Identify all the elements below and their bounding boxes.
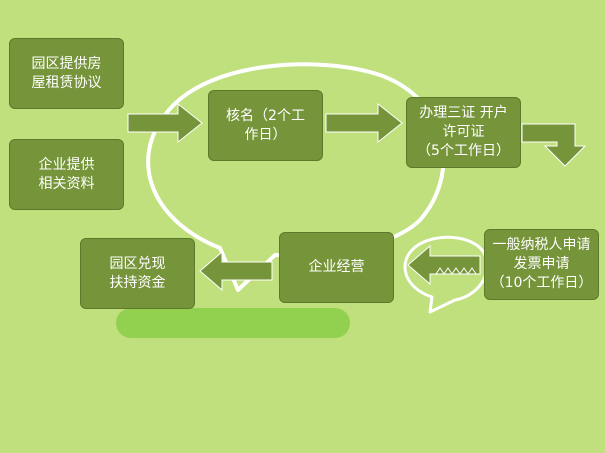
- arrow-bend-down: [521, 123, 587, 167]
- node-lease-agreement: 园区提供房 屋租赁协议: [9, 38, 124, 109]
- arrow-left-2: [199, 250, 273, 292]
- node-business-operation: 企业经营: [279, 232, 394, 303]
- node-support-funds: 园区兑现 扶持资金: [80, 238, 195, 309]
- arrow-right-1: [127, 102, 203, 144]
- node-licenses: 办理三证 开户 许可证 （5个工作日）: [406, 97, 521, 168]
- node-taxpayer-invoice: 一般纳税人申请 发票申请 （10个工作日）: [484, 229, 599, 300]
- node-company-documents: 企业提供 相关资料: [9, 139, 124, 210]
- highlight-bar: [116, 308, 350, 338]
- speech-bubble-small: [403, 235, 489, 314]
- arrow-right-2: [325, 102, 403, 144]
- node-name-check: 核名（2个工 作日）: [208, 90, 323, 161]
- arrow-left-notched: [407, 244, 481, 286]
- arrow-left-notches: [435, 267, 477, 275]
